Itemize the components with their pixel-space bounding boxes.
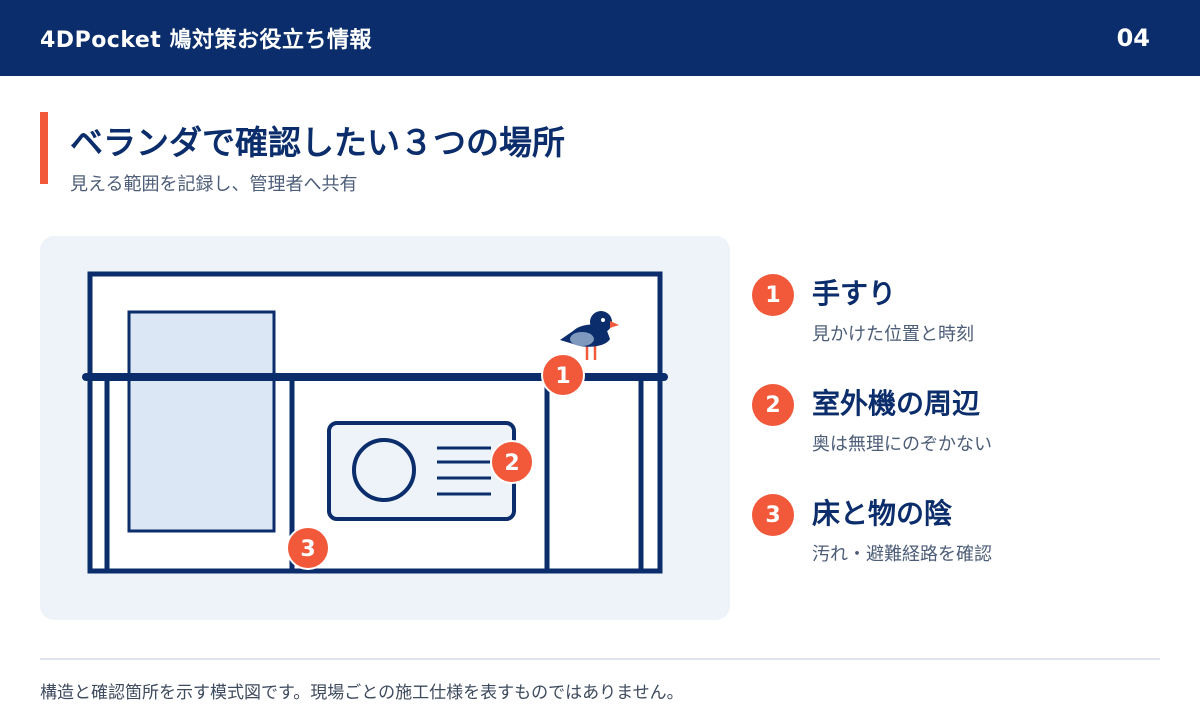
legend-badge: 2 <box>752 384 794 426</box>
marker-1: 1 <box>541 353 585 397</box>
balcony-diagram: 1 2 3 <box>82 271 668 574</box>
ac-fan <box>352 438 416 502</box>
marker-2: 2 <box>490 440 534 484</box>
legend-title: 手すり <box>812 277 897 310</box>
pigeon-icon <box>560 311 619 360</box>
legend-title: 室外機の周辺 <box>812 387 981 420</box>
title-block: ベランダで確認したい３つの場所 見える範囲を記録し、管理者へ共有 <box>40 112 740 195</box>
legend-item-floor: 3 床と物の陰 汚れ・避難経路を確認 <box>752 492 1172 572</box>
top-bar: 4DPocket 鳩対策お役立ち情報 04 <box>0 0 1200 76</box>
page-number: 04 <box>1116 24 1150 52</box>
title-accent-bar <box>40 112 48 184</box>
marker-1-label: 1 <box>555 364 570 389</box>
footer-divider <box>40 658 1160 660</box>
page-title: ベランダで確認したい３つの場所 <box>70 123 565 162</box>
balcony-diagram-panel: 1 2 3 <box>40 236 730 620</box>
marker-3-label: 3 <box>300 537 315 562</box>
footnote: 構造と確認箇所を示す模式図です。現場ごとの施工仕様を表すものではありません。 <box>40 683 684 703</box>
page-subtitle: 見える範囲を記録し、管理者へ共有 <box>70 174 358 195</box>
marker-3: 3 <box>286 526 330 570</box>
legend-description: 見かけた位置と時刻 <box>812 324 974 345</box>
legend-item-ac-unit: 2 室外機の周辺 奥は無理にのぞかない <box>752 382 1172 462</box>
legend-badge: 1 <box>752 274 794 316</box>
legend-title: 床と物の陰 <box>812 497 953 530</box>
legend-item-handrail: 1 手すり 見かけた位置と時刻 <box>752 272 1172 352</box>
legend-description: 汚れ・避難経路を確認 <box>812 544 992 565</box>
legend-description: 奥は無理にのぞかない <box>812 434 992 455</box>
brand-title: 4DPocket 鳩対策お役立ち情報 <box>40 28 372 53</box>
marker-2-label: 2 <box>504 451 519 476</box>
glass-door <box>127 310 276 533</box>
legend-badge: 3 <box>752 494 794 536</box>
